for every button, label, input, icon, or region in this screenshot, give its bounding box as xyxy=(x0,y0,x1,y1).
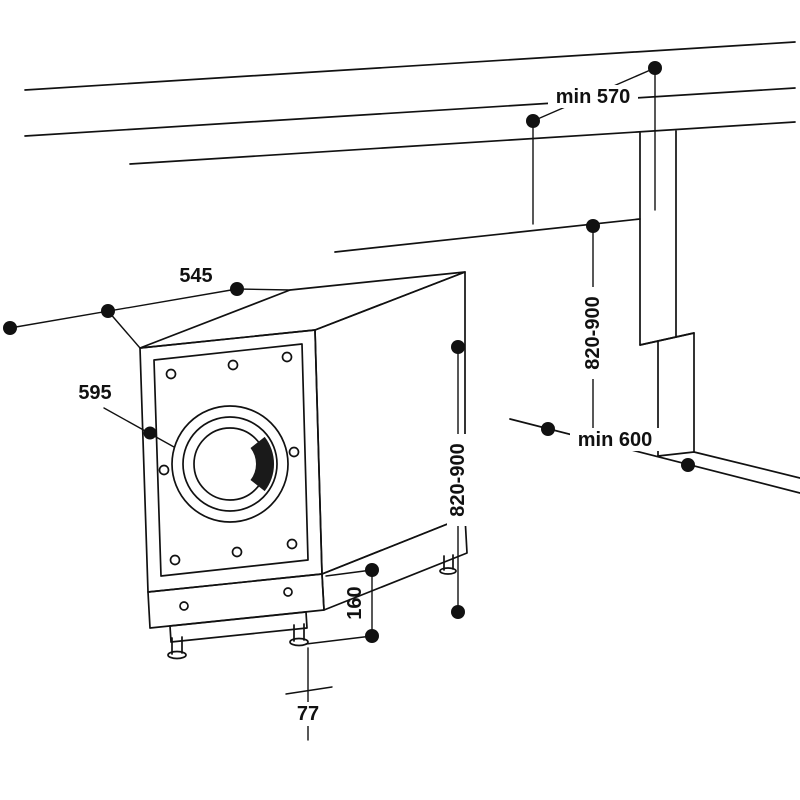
foot-pad xyxy=(439,567,457,575)
screw-hole xyxy=(169,554,181,566)
dimension-niche-height: 820-900 xyxy=(582,219,604,447)
foot-pad xyxy=(167,650,187,660)
base-screw-hole xyxy=(283,587,293,597)
tick-line xyxy=(285,686,333,695)
dim-dot xyxy=(586,219,600,233)
dim-dot xyxy=(3,321,17,335)
dim-dot xyxy=(541,422,555,436)
screw-hole xyxy=(231,546,243,558)
dim-dot xyxy=(526,114,540,128)
washer-front-panel-frame xyxy=(153,343,309,577)
dim-dot xyxy=(451,605,465,619)
washer-side-face xyxy=(314,271,466,575)
washer-base xyxy=(147,516,468,643)
door-glass-ring xyxy=(193,427,267,501)
label-mask xyxy=(447,434,469,526)
dimension-niche-width: min 600 xyxy=(541,422,695,472)
base-screw-hole xyxy=(179,601,189,611)
dim-dot xyxy=(681,458,695,472)
dim-plinth-height-label: 160 xyxy=(344,586,366,619)
cabinet-back-profile xyxy=(675,130,695,453)
dim-niche-height-label: 820-900 xyxy=(582,296,604,369)
plinth-recess-face xyxy=(169,611,308,643)
dimension-plinth-recess: 77 xyxy=(285,647,333,741)
countertop-back-top-edge xyxy=(24,41,796,91)
dim-width-595-label: 595 xyxy=(78,382,111,404)
front-panel-screw-holes xyxy=(158,351,300,566)
countertop xyxy=(24,41,796,253)
dim-appliance-height-label: 820-900 xyxy=(447,443,469,516)
foot-front-right xyxy=(289,623,309,647)
dim-niche-width-label: min 600 xyxy=(578,429,652,451)
screw-hole xyxy=(227,359,239,371)
adjustable-feet xyxy=(167,554,457,660)
extension-line xyxy=(305,635,373,645)
cabinet-bottom-edge xyxy=(657,451,695,457)
dim-dot xyxy=(230,282,244,296)
dim-dot xyxy=(365,563,379,577)
leader-line xyxy=(103,407,175,448)
dimension-appliance-depth: 545 xyxy=(3,265,291,349)
base-side-band xyxy=(321,516,468,611)
screw-hole xyxy=(165,368,177,380)
dimension-niche-depth: min 570 xyxy=(526,61,662,225)
extension-line xyxy=(325,569,373,577)
dim-line xyxy=(9,288,238,329)
floor-plinth-edge xyxy=(693,451,800,479)
label-mask xyxy=(548,85,638,108)
door-handle xyxy=(250,436,275,492)
extension-line xyxy=(236,288,291,291)
door-middle-ring xyxy=(182,416,278,512)
screw-hole xyxy=(281,351,293,363)
extension-line xyxy=(107,310,141,349)
label-mask xyxy=(291,702,325,726)
washer-door xyxy=(171,405,289,523)
cabinet-side-panel xyxy=(639,130,695,457)
dim-dot xyxy=(101,304,115,318)
dimension-plinth-height: 160 xyxy=(305,563,379,645)
dim-dot xyxy=(143,426,157,440)
foot-pad xyxy=(289,637,309,647)
dim-niche-depth-label: min 570 xyxy=(556,86,630,108)
floor-back-edge xyxy=(509,418,800,494)
screw-hole xyxy=(286,538,298,550)
foot-front-left xyxy=(167,636,187,660)
dim-dot xyxy=(451,340,465,354)
dimension-appliance-height: 820-900 xyxy=(447,340,469,619)
label-mask xyxy=(570,428,660,451)
washing-machine xyxy=(139,271,468,660)
screw-hole xyxy=(288,446,300,458)
screw-hole xyxy=(158,464,170,476)
dim-dot xyxy=(365,629,379,643)
dim-dot xyxy=(648,61,662,75)
foot-back-right xyxy=(439,554,457,575)
countertop-underside-edge xyxy=(129,121,796,165)
door-outer-ring xyxy=(171,405,289,523)
dim-plinth-recess-label: 77 xyxy=(297,703,319,725)
label-mask xyxy=(582,287,604,379)
dim-depth-545-label: 545 xyxy=(179,265,212,287)
floor-lines xyxy=(509,418,800,494)
countertop-front-top-edge xyxy=(24,87,796,137)
cabinet-step-inner-edge xyxy=(657,332,695,342)
dimension-appliance-width: 595 xyxy=(78,382,175,448)
